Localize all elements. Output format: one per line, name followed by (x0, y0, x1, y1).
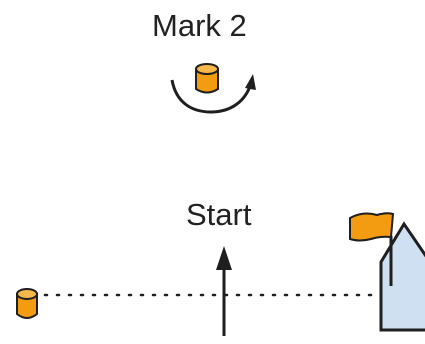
rounding-arrow-icon (170, 74, 256, 114)
course-arrow-up-icon (216, 246, 232, 336)
start-label: Start (186, 197, 252, 232)
committee-boat-icon (379, 221, 425, 332)
mark-2-label: Mark 2 (152, 8, 247, 43)
boat-flag-icon (349, 212, 395, 242)
pin-buoy-icon (16, 288, 38, 319)
mark-2-buoy-icon (195, 63, 219, 94)
